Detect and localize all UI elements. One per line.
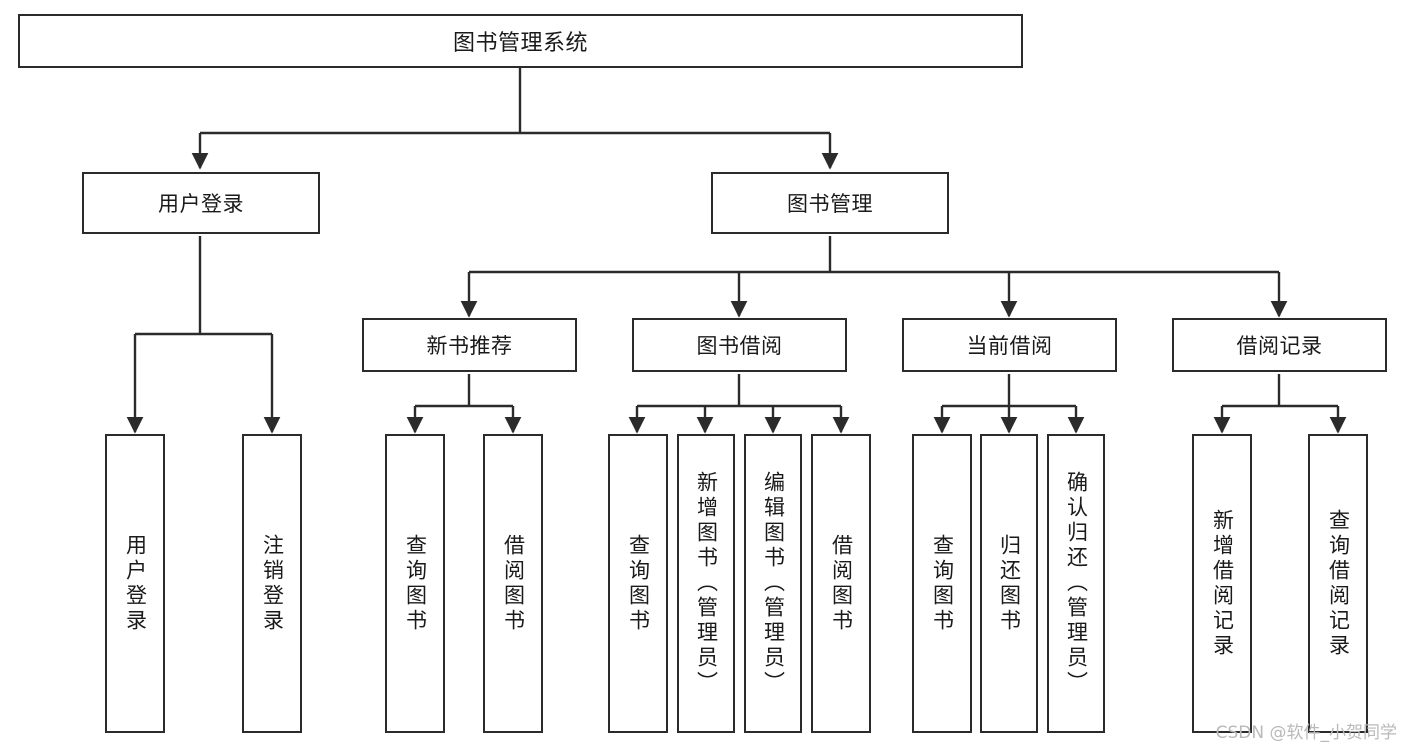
node-leaf-add-book[interactable]: 新增图书（管理员） [677,434,735,733]
node-leaf-query-book-1-label: 查询图书 [403,533,428,634]
node-leaf-add-book-label: 新增图书（管理员） [694,471,719,696]
node-new-book-recommend[interactable]: 新书推荐 [362,318,577,372]
node-leaf-add-record[interactable]: 新增借阅记录 [1192,434,1252,733]
node-leaf-user-logout-label: 注销登录 [260,533,285,634]
node-borrow-record[interactable]: 借阅记录 [1172,318,1387,372]
node-leaf-borrow-book-1-label: 借阅图书 [501,533,526,634]
node-leaf-borrow-book-2-label: 借阅图书 [829,533,854,634]
csdn-watermark: CSDN @软件_小贺同学 [1215,723,1397,743]
node-leaf-user-login-label: 用户登录 [123,533,148,634]
node-leaf-query-book-2-label: 查询图书 [626,533,651,634]
node-new-book-recommend-label: 新书推荐 [426,334,513,358]
node-leaf-query-record-label: 查询借阅记录 [1326,508,1351,659]
node-leaf-query-book-1[interactable]: 查询图书 [385,434,445,733]
node-leaf-user-login[interactable]: 用户登录 [105,434,165,733]
node-borrow-record-label: 借阅记录 [1236,334,1323,358]
node-leaf-edit-book-label: 编辑图书（管理员） [761,471,786,696]
node-book-management-label: 图书管理 [787,192,873,216]
node-leaf-return-book-label: 归还图书 [997,533,1022,634]
node-leaf-confirm-return-label: 确认归还（管理员） [1064,471,1089,696]
node-user-login-label: 用户登录 [158,192,244,216]
node-leaf-query-book-3-label: 查询图书 [930,533,955,634]
node-book-borrow[interactable]: 图书借阅 [632,318,847,372]
node-book-management[interactable]: 图书管理 [711,172,949,234]
node-user-login[interactable]: 用户登录 [82,172,320,234]
node-leaf-borrow-book-1[interactable]: 借阅图书 [483,434,543,733]
node-current-borrow-label: 当前借阅 [966,334,1053,358]
node-leaf-borrow-book-2[interactable]: 借阅图书 [811,434,871,733]
node-book-borrow-label: 图书借阅 [696,334,783,358]
node-leaf-edit-book[interactable]: 编辑图书（管理员） [744,434,802,733]
node-leaf-query-book-2[interactable]: 查询图书 [608,434,668,733]
node-leaf-confirm-return[interactable]: 确认归还（管理员） [1047,434,1105,733]
node-leaf-query-book-3[interactable]: 查询图书 [912,434,972,733]
node-leaf-return-book[interactable]: 归还图书 [980,434,1038,733]
node-leaf-user-logout[interactable]: 注销登录 [242,434,302,733]
node-current-borrow[interactable]: 当前借阅 [902,318,1117,372]
node-leaf-query-record[interactable]: 查询借阅记录 [1308,434,1368,733]
node-leaf-add-record-label: 新增借阅记录 [1210,508,1235,659]
node-root-label: 图书管理系统 [452,31,588,56]
node-root[interactable]: 图书管理系统 [18,14,1023,68]
